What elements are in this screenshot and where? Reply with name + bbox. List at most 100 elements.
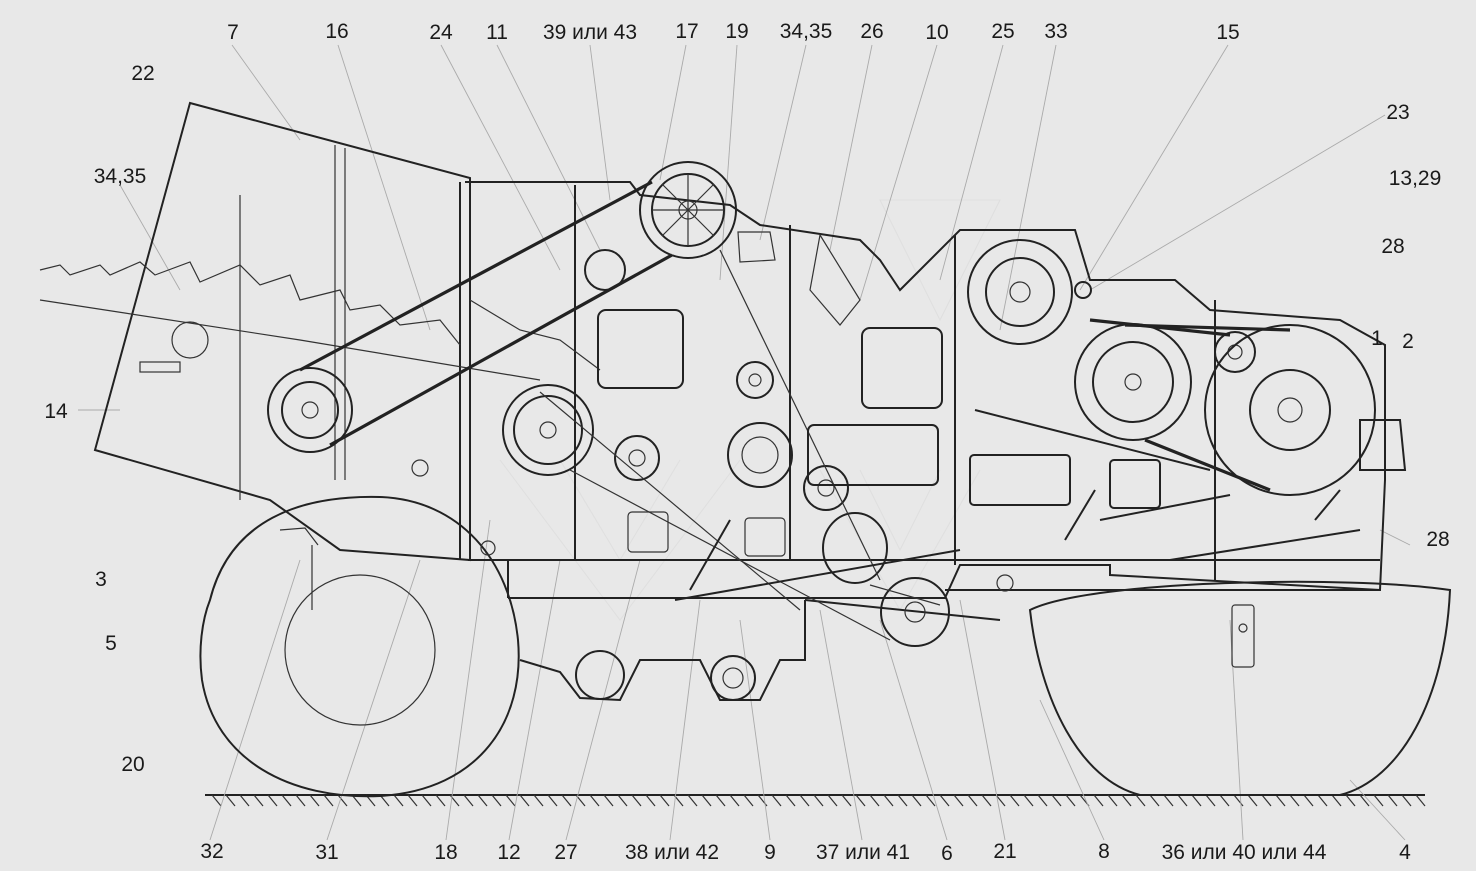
flywheel (1204, 324, 1376, 496)
ground-hatch-mark (309, 794, 320, 807)
ground-hatch-mark (715, 794, 726, 807)
callout-15: 15 (1216, 21, 1239, 44)
callout-24: 24 (429, 21, 453, 44)
ground-hatch-mark (701, 794, 712, 807)
ground-hatch-mark (939, 794, 950, 807)
ground-hatch-mark (1415, 794, 1426, 807)
pulley-mid-left (502, 384, 594, 476)
callout-31: 31 (315, 841, 338, 864)
ground-hatch-mark (1289, 794, 1300, 807)
pulley-right-mid (1074, 323, 1256, 441)
ground-hatch-mark (225, 794, 236, 807)
callout-36-40-44: 36 или 40 или 44 (1162, 841, 1327, 864)
callout-5: 5 (105, 632, 117, 655)
ground-hatch-mark (1149, 794, 1160, 807)
support-rollers (575, 650, 756, 701)
ground-hatch-mark (1107, 794, 1118, 807)
callout-13-29: 13,29 (1389, 167, 1442, 190)
ground-hatch-mark (561, 794, 572, 807)
ground-hatch-mark (1065, 794, 1076, 807)
ground-hatch-mark (211, 794, 222, 807)
ground-hatch-mark (1023, 794, 1034, 807)
callout-19: 19 (725, 20, 748, 43)
ground-hatch-mark (827, 794, 838, 807)
callout-26: 26 (860, 20, 883, 43)
pulley-top (639, 161, 737, 259)
ground-hatch-mark (869, 794, 880, 807)
callout-32: 32 (200, 840, 223, 863)
callout-4: 4 (1399, 841, 1411, 864)
ground-hatch-mark (799, 794, 810, 807)
callout-38-42: 38 или 42 (625, 841, 719, 864)
callout-3: 3 (95, 568, 107, 591)
callout-9: 9 (764, 841, 776, 864)
ground-hatch-mark (603, 794, 614, 807)
front-wheel (199, 495, 520, 798)
callout-17: 17 (675, 20, 698, 43)
ground-hatch-mark (757, 794, 768, 807)
callout-20: 20 (121, 753, 144, 776)
ground-hatch-mark (1191, 794, 1202, 807)
ground-hatch-mark (1135, 794, 1146, 807)
callout-2: 2 (1402, 330, 1414, 353)
ground-hatch-mark (1121, 794, 1132, 807)
callout-10: 10 (925, 21, 948, 44)
callout-25: 25 (991, 20, 1014, 43)
callout-12: 12 (497, 841, 520, 864)
ground-hatch-mark (911, 794, 922, 807)
ground-hatch-mark (1177, 794, 1188, 807)
callout-23: 23 (1386, 101, 1409, 124)
callout-33: 33 (1044, 20, 1067, 43)
ground-hatch-mark (1359, 794, 1370, 807)
ground-hatch-mark (1331, 794, 1342, 807)
callout-22: 22 (131, 62, 154, 85)
ground-hatch-mark (1051, 794, 1062, 807)
ground-hatch-mark (1093, 794, 1104, 807)
ground-hatch-mark (1373, 794, 1384, 807)
ground-hatch-mark (1233, 794, 1244, 807)
ground-hatch-mark (1317, 794, 1328, 807)
drive-belts (299, 180, 1291, 641)
pickup-hood (39, 101, 601, 562)
ground-hatch-mark (967, 794, 978, 807)
callout-34-35-top: 34,35 (780, 20, 833, 43)
callout-18: 18 (434, 841, 457, 864)
ground-hatch-mark (883, 794, 894, 807)
callout-7: 7 (227, 21, 239, 44)
pulley-left (267, 367, 353, 453)
callout-27: 27 (554, 841, 577, 864)
ground-hatch-mark (407, 794, 418, 807)
ground-hatch-mark (813, 794, 824, 807)
pulleys (267, 161, 1376, 647)
callout-39-43: 39 или 43 (543, 21, 637, 44)
callout-14: 14 (44, 400, 68, 423)
ground-hatch-mark (1275, 794, 1286, 807)
ground-hatch-mark (1205, 794, 1216, 807)
ground-hatch-mark (659, 794, 670, 807)
callout-16: 16 (325, 20, 348, 43)
chassis-frame (459, 181, 1386, 702)
ground-hatch-mark (995, 794, 1006, 807)
callout-1: 1 (1371, 327, 1383, 350)
ground-hatch-mark (1247, 794, 1258, 807)
callout-28-upper: 28 (1381, 235, 1404, 258)
ground-hatch-mark (295, 794, 306, 807)
ground-hatch-mark (925, 794, 936, 807)
ground-hatch-mark (435, 794, 446, 807)
ground-hatch-mark (547, 794, 558, 807)
ground-hatch-mark (1387, 794, 1398, 807)
ground-hatch-mark (463, 794, 474, 807)
ground-hatch-mark (771, 794, 782, 807)
ground-hatch-mark (589, 794, 600, 807)
ground-hatch-mark (743, 794, 754, 807)
leader-lines (78, 44, 1411, 841)
ground-hatch-mark (393, 794, 404, 807)
ground-hatch-mark (1163, 794, 1174, 807)
ground-hatch-mark (729, 794, 740, 807)
ground-hatch-mark (267, 794, 278, 807)
pulley-lower (822, 512, 950, 647)
ground-hatch-mark (1009, 794, 1020, 807)
ground-hatch-mark (855, 794, 866, 807)
ground-hatch-mark (953, 794, 964, 807)
